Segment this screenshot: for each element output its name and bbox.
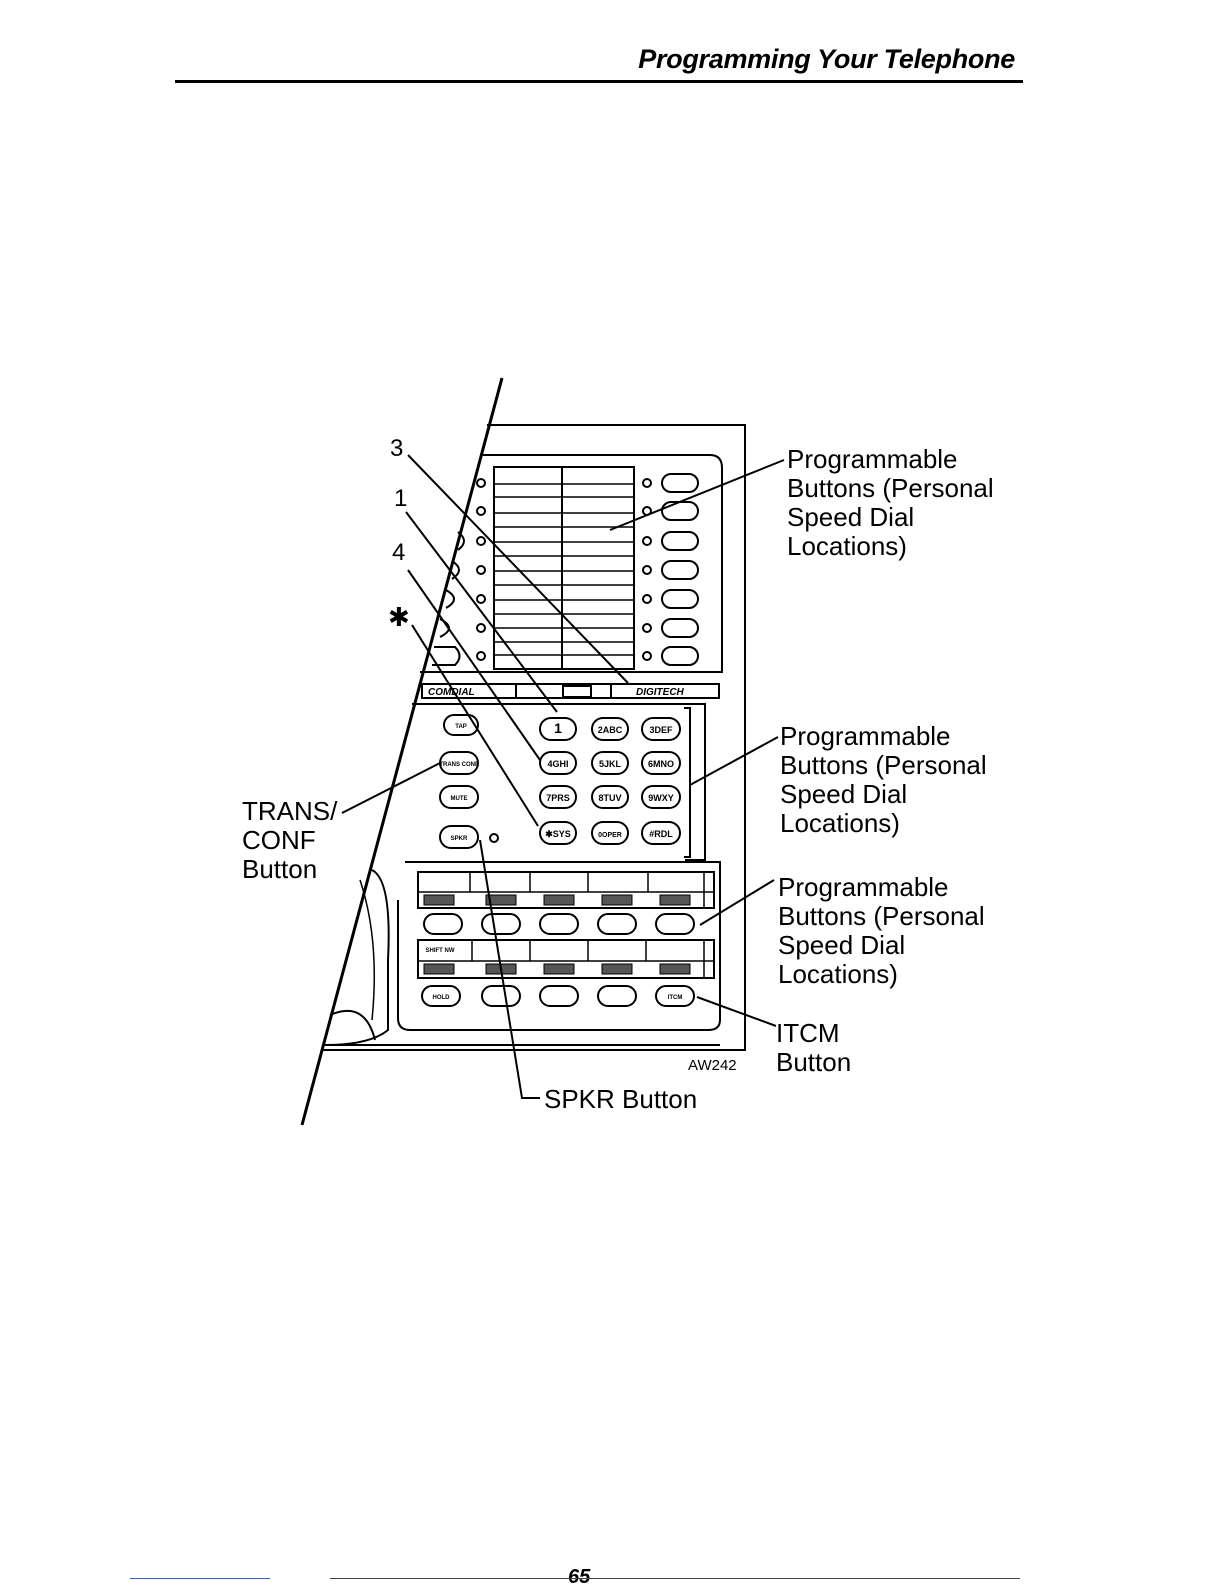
callout-programmable-top: Programmable Buttons (Personal Speed Dia…: [787, 444, 994, 561]
callout-programmable-bottom: Programmable Buttons (Personal Speed Dia…: [778, 872, 985, 989]
callout-spkr: SPKR Button: [544, 1084, 698, 1114]
strip-1-buttons: [423, 913, 695, 935]
label-strip-1: [417, 871, 715, 909]
directory-card: [493, 466, 635, 670]
keypad-key-2: 2ABC: [598, 725, 623, 735]
keypad-key-5: 5JKL: [599, 759, 622, 769]
hold-key-label: HOLD: [433, 995, 451, 1001]
tap-key-label: TAP: [455, 724, 467, 730]
keypad-key-star: ✱SYS: [545, 829, 571, 839]
pointer-label-star: ✱: [388, 602, 410, 632]
brand-comdial: COMDIAL: [428, 687, 475, 698]
keypad-key-1: 1: [554, 720, 562, 736]
keypad-key-9: 9WXY: [648, 793, 674, 803]
keypad-panel: [412, 703, 706, 861]
strip-2-buttons: [421, 985, 695, 1007]
label-strip-2: [417, 939, 715, 979]
keypad-key-3: 3DEF: [649, 725, 673, 735]
figure-code: AW242: [688, 1057, 737, 1074]
callout-trans-conf: TRANS/ CONF Button: [242, 796, 338, 884]
spkr-key-label: SPKR: [451, 836, 468, 842]
itcm-key-label: ITCM: [668, 995, 683, 1001]
pointer-label-4: 4: [392, 539, 405, 566]
handset-outline: [324, 869, 390, 1046]
page-header-title: Programming Your Telephone: [638, 44, 1015, 74]
pointer-label-3: 3: [390, 435, 403, 462]
phone-edge-line: [300, 377, 504, 1126]
keypad-keys: [539, 717, 681, 845]
keypad-key-7: 7PRS: [546, 793, 570, 803]
keypad-key-pound: #RDL: [649, 829, 673, 839]
phone-body-outline: [322, 424, 746, 1051]
callout-programmable-middle: Programmable Buttons (Personal Speed Dia…: [780, 721, 987, 838]
shift-key-label: SHIFT NW: [426, 948, 455, 954]
hatch-patches: [423, 894, 691, 975]
function-keys: [439, 714, 499, 849]
footer-rule-left: [130, 1578, 270, 1579]
keypad-key-4: 4GHI: [547, 759, 568, 769]
top-panel: [420, 454, 723, 673]
trans-conf-key-label: TRANS CONF: [439, 762, 479, 768]
keypad-key-6: 6MNO: [648, 759, 674, 769]
page-number: 65: [568, 1566, 591, 1588]
header-rule: [175, 80, 1023, 83]
brand-digitech: DIGITECH: [636, 687, 685, 698]
pointer-label-1: 1: [394, 485, 407, 512]
keypad-key-8: 8TUV: [598, 793, 621, 803]
footer-rule-right: [330, 1578, 1020, 1579]
right-programmable-buttons: [642, 473, 699, 666]
leader-lines: [341, 454, 785, 1099]
keypad-key-0: 0OPER: [598, 832, 622, 839]
callout-itcm: ITCM Button: [776, 1018, 852, 1077]
mute-key-label: MUTE: [451, 796, 468, 802]
lower-panel: [397, 861, 721, 1031]
